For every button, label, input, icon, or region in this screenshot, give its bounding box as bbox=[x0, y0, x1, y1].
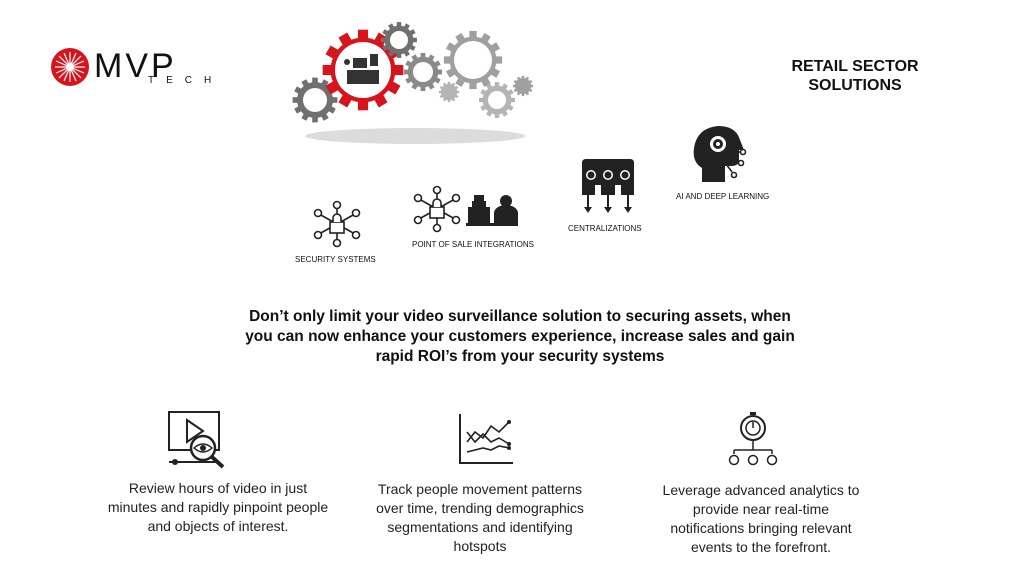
cash-register-icon bbox=[344, 54, 379, 84]
feature-text-line: over time, trending demographics bbox=[376, 500, 584, 516]
solution-label-pos: POINT OF SALE INTEGRATIONS bbox=[412, 240, 534, 249]
video-review-icon bbox=[168, 411, 225, 469]
trend-chart-icon bbox=[459, 414, 513, 464]
centralization-icon bbox=[582, 159, 634, 213]
network-lock-icon bbox=[313, 200, 361, 248]
headline-line2: you can now enhance your customers exper… bbox=[245, 328, 795, 345]
feature-video-review: Review hours of video in just minutes an… bbox=[100, 479, 336, 536]
gears-illustration bbox=[285, 18, 545, 148]
feature-text-line: notifications bringing relevant bbox=[670, 520, 852, 536]
solution-label-centralizations: CENTRALIZATIONS bbox=[568, 224, 642, 233]
feature-track-movement: Track people movement patterns over time… bbox=[360, 480, 600, 556]
feature-text-line: provide near real-time bbox=[692, 501, 830, 517]
feature-advanced-analytics: Leverage advanced analytics to provide n… bbox=[636, 481, 886, 557]
solution-label-ai: AI AND DEEP LEARNING bbox=[676, 192, 770, 201]
page-title-line2: SOLUTIONS bbox=[808, 77, 902, 94]
star-emblem-icon bbox=[51, 48, 89, 86]
ai-head-icon bbox=[693, 126, 747, 182]
network-lock-icon bbox=[413, 185, 461, 233]
solution-label-security: SECURITY SYSTEMS bbox=[295, 255, 376, 264]
page-title-line1: RETAIL SECTOR bbox=[791, 58, 919, 75]
headline-line3: rapid ROI’s from your security systems bbox=[375, 348, 665, 365]
gear-icon bbox=[438, 81, 460, 103]
feature-text-line: segmentations and identifying bbox=[387, 519, 573, 535]
logo-name: MVP bbox=[94, 47, 177, 85]
feature-text-line: and objects of interest. bbox=[147, 518, 289, 534]
brand-logo: MVP TECH bbox=[50, 47, 211, 91]
feature-text-line: minutes and rapidly pinpoint people bbox=[107, 499, 329, 515]
feature-text-line: Leverage advanced analytics to bbox=[662, 482, 860, 498]
headline: Don’t only limit your video surveillance… bbox=[150, 307, 890, 367]
headline-line1: Don’t only limit your video surveillance… bbox=[249, 308, 791, 325]
feature-text-line: hotspots bbox=[453, 538, 507, 554]
feature-text-line: Track people movement patterns bbox=[377, 481, 583, 497]
cashier-icon bbox=[466, 195, 518, 226]
feature-text-line: events to the forefront. bbox=[690, 539, 832, 555]
feature-text-line: Review hours of video in just bbox=[128, 480, 308, 496]
page-title: RETAIL SECTOR SOLUTIONS bbox=[760, 57, 950, 95]
logo-sub: TECH bbox=[148, 75, 224, 86]
analytics-stopwatch-icon bbox=[728, 412, 778, 466]
gear-icon bbox=[512, 75, 534, 97]
